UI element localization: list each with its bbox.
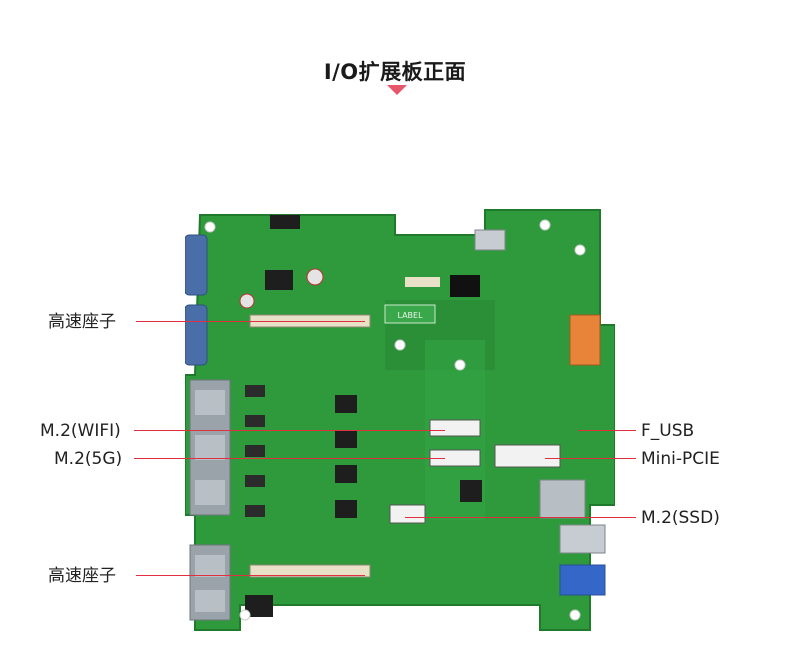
title-arrow-icon bbox=[387, 85, 407, 95]
board-label-text: LABEL bbox=[397, 311, 423, 320]
label-high-speed-connector-bottom: 高速座子 bbox=[48, 566, 116, 586]
leader-line-left-bottom bbox=[136, 575, 365, 576]
io-board-image: LABEL bbox=[185, 209, 615, 631]
label-high-speed-connector-top: 高速座子 bbox=[48, 312, 116, 332]
label-m2-wifi: M.2(WIFI) bbox=[40, 421, 121, 441]
label-m2-ssd: M.2(SSD) bbox=[641, 508, 720, 528]
leader-line-left-wifi bbox=[134, 430, 445, 431]
leader-line-right-ssd bbox=[405, 517, 636, 518]
leader-line-right-usb bbox=[578, 430, 636, 431]
leader-line-left-top bbox=[136, 321, 365, 322]
label-f-usb: F_USB bbox=[641, 421, 695, 441]
label-mini-pcie: Mini-PCIE bbox=[641, 449, 720, 469]
leader-line-right-pcie bbox=[545, 458, 636, 459]
page-title: I/O扩展板正面 bbox=[323, 60, 467, 84]
leader-line-left-5g bbox=[134, 458, 445, 459]
label-m2-5g: M.2(5G) bbox=[54, 449, 123, 469]
